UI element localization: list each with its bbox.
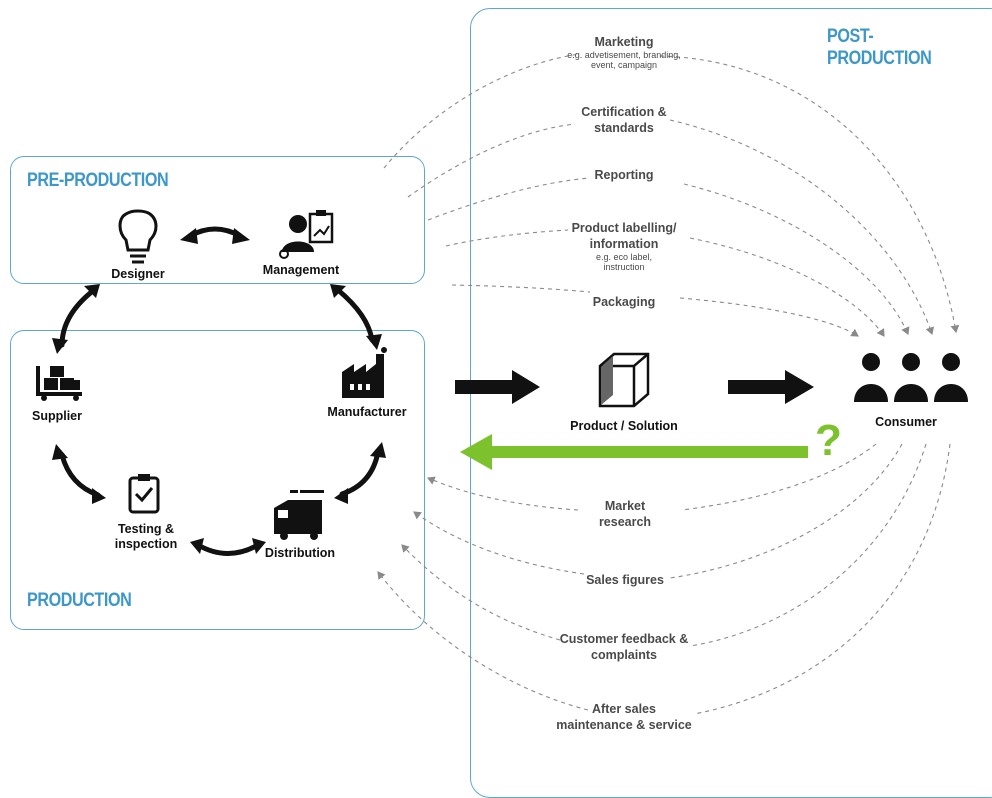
manufacturer-label: Manufacturer: [327, 405, 407, 419]
after-sales-label: After sales maintenance & service: [556, 701, 692, 733]
dashed-line-reporting-right: [683, 183, 910, 336]
labelling-line1: Product labelling/: [571, 221, 677, 235]
labelling-sub2: instruction: [603, 262, 645, 272]
dashed-line-after-sales-right: [693, 443, 951, 715]
dashed-line-packaging-right: [679, 297, 859, 337]
distribution-label: Distribution: [264, 546, 336, 560]
reporting-label: Reporting: [594, 168, 654, 182]
dashed-line-market-research-right: [681, 443, 877, 511]
dashed-line-customer-feedback-right: [689, 443, 927, 647]
certification-label: Certification & standards: [581, 104, 666, 136]
connectors-layer: [52, 53, 960, 715]
supplier-label: Supplier: [31, 409, 83, 423]
market-research-line2: research: [598, 515, 652, 529]
dashed-line-marketing-right: [659, 55, 960, 334]
feedback-arrow: [460, 434, 808, 470]
question-mark: ?: [815, 416, 842, 465]
testing-label-line2: inspection: [114, 537, 178, 551]
labelling-line2: information: [589, 237, 659, 251]
market-research-label: Market research: [599, 498, 651, 530]
testing-label: Testing & inspection: [115, 522, 178, 552]
product-label: Product / Solution: [570, 419, 678, 433]
arrow-testing-distribution: [195, 542, 261, 556]
testing-label-line1: Testing &: [117, 522, 175, 536]
arrow-to-consumer: [728, 370, 814, 404]
dashed-line-market-research-left: [426, 476, 579, 511]
production-box: [10, 330, 425, 630]
consumer-label: Consumer: [875, 415, 937, 429]
supplier-icon: [36, 366, 82, 401]
marketing-sub1: e.g. advetisement, branding,: [567, 50, 681, 60]
marketing-sub2: event, campaign: [590, 60, 658, 70]
marketing-title: Marketing: [594, 35, 654, 49]
dashed-line-certification-left: [407, 123, 576, 198]
consumer-group-icon: [854, 353, 968, 402]
post-production-title: POST-PRODUCTION: [827, 26, 932, 69]
after-sales-line2: maintenance & service: [556, 718, 692, 732]
sales-figures-label: Sales figures: [586, 573, 664, 587]
dashed-line-sales-figures-left: [413, 511, 585, 575]
dashed-line-marketing-left: [383, 53, 581, 169]
icons-layer: ?: [36, 209, 968, 540]
factory-icon: [342, 347, 387, 398]
customer-feedback-label: Customer feedback & complaints: [560, 631, 689, 663]
customer-feedback-line1: Customer feedback &: [559, 632, 689, 646]
lightbulb-icon: [118, 209, 158, 264]
dashed-line-sales-figures-right: [669, 443, 903, 579]
delivery-truck-icon: [274, 490, 324, 540]
pre-production-title: PRE-PRODUCTION: [27, 170, 169, 191]
clipboard-check-icon: [128, 474, 160, 514]
pre-production-box: [10, 156, 425, 284]
after-sales-line1: After sales: [592, 702, 656, 716]
cube-icon: [598, 352, 650, 408]
management-icon: [279, 210, 334, 259]
management-label: Management: [262, 263, 340, 277]
designer-label: Designer: [111, 267, 165, 281]
main-flow-arrows: [455, 370, 814, 404]
dashed-line-reporting-left: [427, 177, 591, 221]
customer-feedback-line2: complaints: [590, 648, 657, 662]
marketing-label: Marketing e.g. advetisement, branding, e…: [567, 34, 681, 70]
dashed-line-packaging-left: [451, 284, 591, 293]
labelling-label: Product labelling/ information e.g. eco …: [572, 220, 677, 272]
packaging-label: Packaging: [592, 295, 656, 309]
production-title: PRODUCTION: [27, 590, 132, 611]
labelling-sub1: e.g. eco label,: [595, 252, 653, 262]
market-research-line1: Market: [604, 499, 646, 513]
certification-line2: standards: [594, 121, 654, 135]
certification-line1: Certification &: [581, 105, 667, 119]
dashed-line-labelling-left: [445, 229, 569, 247]
dashed-line-customer-feedback-left: [401, 544, 561, 641]
arrow-to-product: [455, 370, 540, 404]
